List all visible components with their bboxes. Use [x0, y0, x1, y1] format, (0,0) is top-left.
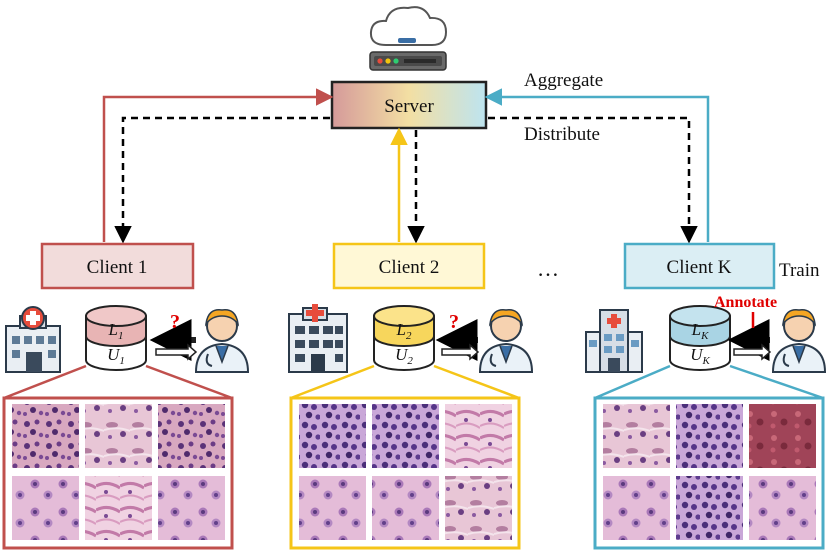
distribute-arrow-clientK	[488, 116, 698, 244]
histology-tile	[158, 476, 225, 540]
aggregate-label: Aggregate	[524, 70, 603, 91]
doctor-icon	[478, 309, 534, 373]
histology-tile	[676, 476, 743, 540]
hospital-icon	[585, 309, 643, 373]
histology-tile	[12, 476, 79, 540]
query-arrows-client1	[149, 319, 198, 361]
svg-text:U2: U2	[395, 345, 413, 367]
server-rack-icon	[369, 51, 447, 71]
histology-tile	[749, 404, 816, 468]
histology-tile	[299, 404, 366, 468]
database-icon-client2: L2 U2	[373, 305, 435, 371]
svg-text:UK: UK	[690, 345, 710, 367]
query-arrows-clientK	[727, 312, 772, 361]
histology-tile	[85, 476, 152, 540]
cloud-icon	[369, 6, 448, 46]
histology-tile	[603, 404, 670, 468]
histology-tile	[85, 404, 152, 468]
hospital-icon	[288, 304, 348, 373]
server-node: Server	[330, 80, 488, 130]
doctor-icon	[771, 309, 827, 373]
histology-tile	[603, 476, 670, 540]
histology-tile	[749, 476, 816, 540]
aggregate-arrow-client1	[102, 88, 334, 242]
histology-tile	[12, 404, 79, 468]
svg-text:U1: U1	[107, 345, 125, 367]
histology-tile	[445, 476, 512, 540]
database-icon-clientK: LK UK	[669, 305, 731, 371]
doctor-icon	[194, 309, 250, 373]
distribute-label: Distribute	[524, 124, 600, 145]
svg-text:L1: L1	[108, 320, 124, 342]
client-k-label: Client K	[667, 257, 732, 278]
histology-tile	[676, 404, 743, 468]
hospital-icon	[5, 306, 61, 373]
ellipsis: …	[537, 256, 559, 281]
server-label: Server	[384, 96, 434, 117]
train-label: Train	[779, 260, 820, 281]
client-k-box: Client K	[623, 242, 776, 290]
query-arrows-client2	[435, 319, 480, 361]
client-2-label: Client 2	[379, 257, 440, 278]
histology-tile	[158, 404, 225, 468]
query-mark-client2: ?	[449, 311, 459, 333]
svg-text:L2: L2	[396, 320, 412, 342]
aggregate-arrow-clientK	[484, 88, 710, 242]
histology-tile	[445, 404, 512, 468]
client-2-image-panel	[289, 364, 521, 550]
query-mark-client1: ?	[170, 311, 180, 333]
client-1-image-panel	[2, 364, 234, 550]
histology-tile	[372, 476, 439, 540]
client-1-box: Client 1	[40, 242, 195, 290]
svg-text:LK: LK	[691, 320, 709, 342]
annotate-label: Annotate	[714, 294, 777, 311]
histology-tile	[372, 404, 439, 468]
client-2-box: Client 2	[332, 242, 486, 290]
client-k-image-panel	[593, 364, 825, 550]
client-1-label: Client 1	[87, 257, 148, 278]
database-icon-client1: L1 U1	[85, 305, 147, 371]
distribute-arrow-client1	[114, 116, 330, 244]
histology-tile	[299, 476, 366, 540]
